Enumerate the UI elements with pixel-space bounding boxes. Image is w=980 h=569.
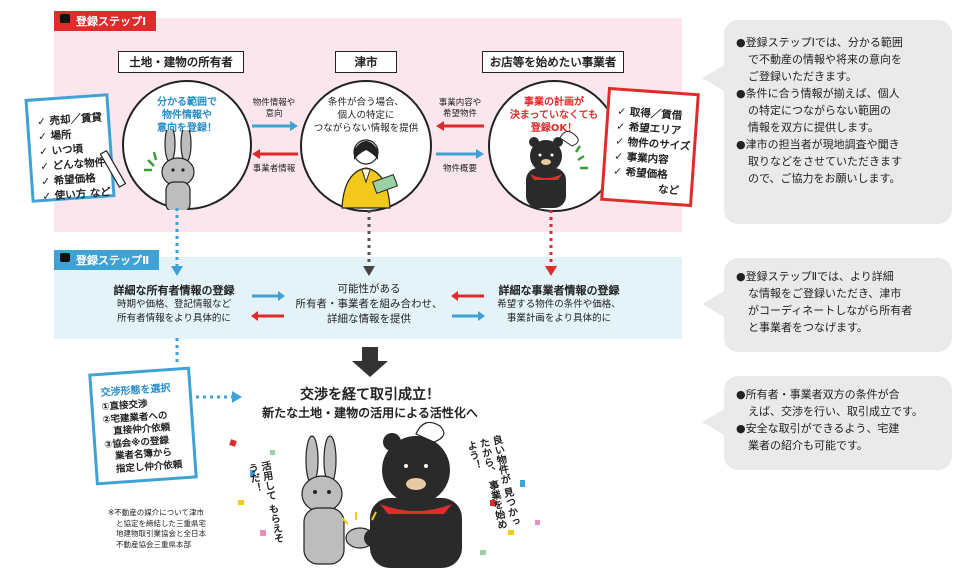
- pencil-icon: [100, 150, 127, 188]
- owner-circle: 分かる範囲で 物件情報や 意向を登録！: [122, 80, 252, 210]
- arrow-left-red: [436, 121, 484, 131]
- arrow-right-blue: [452, 311, 485, 321]
- arrow-left-red: [251, 311, 284, 321]
- role-city: 津市: [335, 51, 397, 73]
- step2-business-title: 詳細な事業者情報の登録: [498, 284, 620, 297]
- step2-owner-line: 時期や価格、登記情報など: [116, 299, 231, 310]
- bubble-line: 取りなどをさせていただきます: [748, 155, 902, 168]
- bubble-line: ●登録ステップⅡでは、より詳細: [736, 270, 894, 283]
- city-staff-illustration: [341, 139, 399, 209]
- deal-subtitle: 新たな土地・建物の活用による活性化へ: [262, 406, 478, 420]
- step2-owner-line: 所有者情報をより具体的に: [117, 313, 231, 324]
- footnote: ※不動産の媒介について津市 と協定を締結した三重県宅 地建物取引業協会と全日本 …: [108, 508, 238, 550]
- business-circle-text: 事業の計画が: [524, 97, 584, 108]
- business-circle-text: 決まっていなくても: [509, 110, 599, 121]
- bubble-tail: [702, 290, 726, 318]
- negotiation-clipboard: 交渉形態を選択 ①直接交渉 ②宅建業者への 直接仲介依頼 ③協会※の登録 業者名…: [88, 366, 198, 486]
- bubble-deal: ●所有者・事業者双方の条件が合 えば、交渉を行い、取引成立です。 ●安全な取引が…: [724, 376, 952, 470]
- arrow-right-blue: [252, 291, 285, 301]
- footnote-line: 地建物取引業協会と全日本: [116, 529, 206, 538]
- bubble-line: がコーディネートしながら所有者: [748, 304, 913, 317]
- deal-heading: 交渉を経て取引成立！ 新たな土地・建物の活用による活性化へ: [240, 384, 500, 421]
- bear-chef-illustration: [526, 131, 588, 208]
- bubble-line: ご登録いただきます。: [748, 70, 857, 83]
- bubble-line: ●所有者・事業者双方の条件が合: [736, 388, 900, 401]
- step2-business-line: 希望する物件の条件や価格、: [497, 299, 621, 310]
- deal-title: 交渉を経て取引成立！: [300, 387, 440, 403]
- city-circle-text: 個人の特定に: [337, 110, 395, 121]
- owner-circle-text: 意向を登録！: [157, 123, 217, 134]
- bubble-line: ●安全な取引ができるよう、宅建: [736, 422, 900, 435]
- bubble-line: ●津市の担当者が現地調査や聞き: [736, 138, 900, 151]
- arrow-right-blue: [252, 121, 298, 131]
- arrow-label-text: 事業内容や: [438, 98, 482, 108]
- connector-blue: [175, 338, 179, 366]
- arrow-label-text: 意向: [265, 109, 283, 119]
- role-business: お店等を始めたい事業者: [482, 51, 624, 73]
- bubble-line: えば、交渉を行い、取引成立です。: [748, 405, 923, 418]
- bubble-tail: [702, 64, 726, 92]
- city-circle-text: 条件が合う場合、: [327, 97, 404, 108]
- step2-tag: 登録ステップⅡ: [54, 250, 160, 270]
- bubble-step2: ●登録ステップⅡでは、より詳細 な情報をご登録いただき、津市 がコーディネートし…: [724, 258, 952, 352]
- business-circle-text: 登録OK！: [530, 123, 578, 134]
- step2-owner: 詳細な所有者情報の登録 時期や価格、登記情報など 所有者情報をより具体的に: [104, 282, 244, 326]
- step1-label: 登録ステップⅠ: [76, 15, 147, 28]
- arrow-label-text: 物件情報や: [252, 98, 296, 108]
- bubble-line: の特定につながらない範囲の: [748, 104, 891, 117]
- step2-city-line: 所有者・事業者を組み合わせ、: [295, 298, 443, 310]
- megaphone-icon: [60, 253, 70, 262]
- bubble-step1: ●登録ステップⅠでは、分かる範囲 で不動産の情報や将来の意向を ご登録いただきま…: [724, 20, 952, 224]
- connector-blue: [171, 208, 183, 276]
- arrow-left-red: [451, 291, 484, 301]
- bubble-line: ので、ご協力をお願いします。: [748, 172, 901, 185]
- connector-red: [545, 210, 557, 276]
- arrow-label-text: 希望物件: [442, 109, 477, 119]
- owner-circle-text: 物件情報や: [162, 110, 212, 121]
- step2-business-line: 事業計画をより具体的に: [506, 313, 612, 324]
- step1-tag: 登録ステップⅠ: [54, 11, 157, 31]
- step2-business: 詳細な事業者情報の登録 希望する物件の条件や価格、 事業計画をより具体的に: [484, 282, 634, 326]
- arrow-label-owner-to-city: 物件情報や 意向: [250, 98, 298, 120]
- footnote-line: と協定を締結した三重県宅: [116, 518, 206, 528]
- step2-city-line: 可能性がある: [337, 283, 401, 295]
- bubble-line: ●条件に合う情報が揃えば、個人: [736, 87, 900, 100]
- down-arrow-icon: [352, 347, 388, 377]
- role-owner: 土地・建物の所有者: [118, 51, 244, 73]
- bubble-tail: [702, 408, 726, 436]
- arrow-label-business-to-city: 事業内容や 希望物件: [434, 98, 486, 120]
- bubble-line: 情報を双方に提供します。: [748, 121, 879, 134]
- connector-dark: [363, 210, 375, 276]
- arrow-label-city-to-business: 物件概要: [442, 164, 477, 174]
- business-circle: 事業の計画が 決まっていなくても 登録OK！: [488, 80, 620, 212]
- step2-owner-title: 詳細な所有者情報の登録: [113, 284, 235, 297]
- step2-label: 登録ステップⅡ: [76, 254, 150, 267]
- bubble-line: 業者の紹介も可能です。: [748, 439, 868, 452]
- bubble-line: で不動産の情報や将来の意向を: [748, 53, 902, 66]
- city-circle: 条件が合う場合、 個人の特定に つながらない情報を提供: [300, 80, 432, 212]
- business-clipboard: ✓ 取得／賃借 ✓ 希望エリア ✓ 物件のサイズ ✓ 事業内容 ✓ 希望価格 な…: [600, 86, 700, 208]
- step2-city-line: 詳細な情報を提供: [327, 313, 411, 325]
- bubble-line: と事業者をつなげます。: [748, 321, 868, 334]
- city-circle-text: つながらない情報を提供: [313, 123, 419, 134]
- bubble-line: ●登録ステップⅠでは、分かる範囲: [736, 36, 903, 49]
- megaphone-icon: [60, 14, 70, 23]
- arrow-label-city-to-owner: 事業者情報: [252, 164, 296, 174]
- arrow-left-red: [252, 149, 298, 159]
- rabbit-illustration: [144, 130, 195, 210]
- arrow-right-blue: [436, 149, 484, 159]
- owner-circle-text: 分かる範囲で: [157, 97, 217, 108]
- footnote-line: ※不動産の媒介について津市: [108, 508, 205, 517]
- footnote-line: 不動産協会三重県本部: [116, 539, 191, 549]
- step2-city: 可能性がある 所有者・事業者を組み合わせ、 詳細な情報を提供: [286, 282, 452, 327]
- bubble-line: な情報をご登録いただき、津市: [748, 287, 902, 300]
- handshake-illustration: [229, 421, 540, 568]
- connector-blue-right: [196, 391, 242, 403]
- negotiation-title: 交渉形態を選択: [100, 383, 171, 399]
